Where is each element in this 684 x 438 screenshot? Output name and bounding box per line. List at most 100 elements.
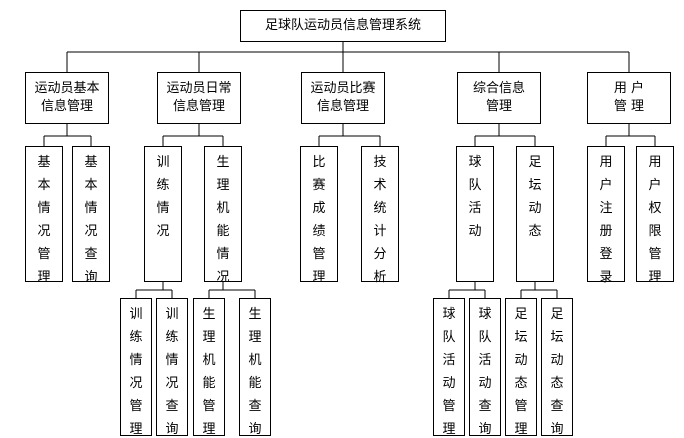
node-char: 情 [37, 201, 51, 216]
node-char: 术 [373, 178, 387, 193]
node-char: 况 [129, 376, 143, 391]
node-char: 态 [528, 224, 542, 239]
node-char: 管 [312, 247, 326, 262]
node-match-score: 比赛成绩管理 [300, 146, 338, 285]
node-char: 基 [84, 155, 98, 170]
node-root: 足球队运动员信息管理系统 [240, 10, 446, 42]
node-char: 理 [202, 330, 216, 345]
node-char: 本 [37, 178, 51, 193]
node-char: 析 [373, 270, 387, 285]
node-char: 训 [165, 307, 179, 322]
node-char: 情 [165, 353, 179, 368]
node-char: 况 [216, 270, 230, 285]
node-char: 询 [478, 422, 492, 437]
node-football-news-manage: 足坛动态管理 [505, 298, 537, 437]
node-char: 理 [37, 270, 51, 285]
node-char: 管 [648, 247, 662, 262]
node-char: 队 [442, 330, 456, 345]
node-football-news: 足坛动态 [516, 146, 554, 282]
node-module-user-mgmt: 用 户 管 理 [587, 72, 671, 124]
node-char: 查 [478, 399, 492, 414]
node-char: 查 [84, 247, 98, 262]
node-char: 管 [202, 399, 216, 414]
node-module-match-info: 运动员比赛 信息管理 [301, 72, 385, 124]
node-char: 态 [550, 376, 564, 391]
node-char: 足 [528, 155, 542, 170]
node-char: 生 [216, 155, 230, 170]
node-char: 活 [468, 201, 482, 216]
node-basic-query: 基本情况查询 [72, 146, 110, 285]
node-char: 登 [599, 247, 613, 262]
node-char: 情 [129, 353, 143, 368]
node-char: 注 [599, 201, 613, 216]
node-char: 动 [478, 376, 492, 391]
node-char: 统 [373, 201, 387, 216]
node-module-basic-info: 运动员基本 信息管理 [25, 72, 109, 124]
node-physiology: 生理机能情况 [204, 146, 242, 285]
node-char: 动 [514, 353, 528, 368]
node-char: 队 [478, 330, 492, 345]
node-char: 用 [599, 155, 613, 170]
node-module-general-info: 综合信息 管理 [457, 72, 541, 124]
node-char: 情 [216, 247, 230, 262]
node-char: 动 [550, 353, 564, 368]
node-team-activity-query: 球队活动查询 [469, 298, 501, 437]
node-char: 询 [248, 422, 262, 437]
node-char: 情 [84, 201, 98, 216]
node-char: 机 [202, 353, 216, 368]
node-char: 基 [37, 155, 51, 170]
node-char: 理 [216, 178, 230, 193]
node-char: 动 [468, 224, 482, 239]
node-char: 动 [528, 201, 542, 216]
node-char: 生 [248, 307, 262, 322]
node-char: 练 [156, 178, 170, 193]
node-char: 况 [37, 224, 51, 239]
node-user-register: 用户注册登录 [587, 146, 625, 285]
node-char: 活 [442, 353, 456, 368]
node-char: 队 [468, 178, 482, 193]
node-char: 成 [312, 201, 326, 216]
node-char: 球 [468, 155, 482, 170]
node-char: 理 [442, 422, 456, 437]
node-char: 理 [202, 422, 216, 437]
node-char: 能 [216, 224, 230, 239]
node-physiology-query: 生理机能查询 [239, 298, 271, 437]
node-char: 查 [248, 399, 262, 414]
node-char: 情 [156, 201, 170, 216]
node-char: 足 [550, 307, 564, 322]
node-char: 管 [37, 247, 51, 262]
node-char: 分 [373, 247, 387, 262]
node-char: 训 [129, 307, 143, 322]
node-training: 训练情况 [144, 146, 182, 282]
node-char: 询 [165, 422, 179, 437]
node-char: 动 [442, 376, 456, 391]
node-char: 坛 [550, 330, 564, 345]
node-football-news-query: 足坛动态查询 [541, 298, 573, 437]
node-char: 询 [84, 270, 98, 285]
node-char: 理 [129, 422, 143, 437]
node-char: 赛 [312, 178, 326, 193]
node-char: 查 [550, 399, 564, 414]
node-char: 态 [514, 376, 528, 391]
node-char: 询 [550, 422, 564, 437]
node-char: 坛 [514, 330, 528, 345]
node-char: 理 [312, 270, 326, 285]
node-char: 活 [478, 353, 492, 368]
node-char: 册 [599, 224, 613, 239]
node-team-activity-manage: 球队活动管理 [433, 298, 465, 437]
node-team-activity: 球队活动 [456, 146, 494, 282]
node-char: 况 [156, 224, 170, 239]
node-char: 限 [648, 224, 662, 239]
node-tech-stats: 技术统计分析 [361, 146, 399, 285]
node-char: 机 [216, 201, 230, 216]
node-char: 球 [478, 307, 492, 322]
node-training-query: 训练情况查询 [156, 298, 188, 437]
node-char: 管 [129, 399, 143, 414]
node-char: 权 [648, 201, 662, 216]
node-char: 球 [442, 307, 456, 322]
node-char: 能 [248, 376, 262, 391]
node-char: 理 [648, 270, 662, 285]
node-char: 录 [599, 270, 613, 285]
node-char: 况 [84, 224, 98, 239]
